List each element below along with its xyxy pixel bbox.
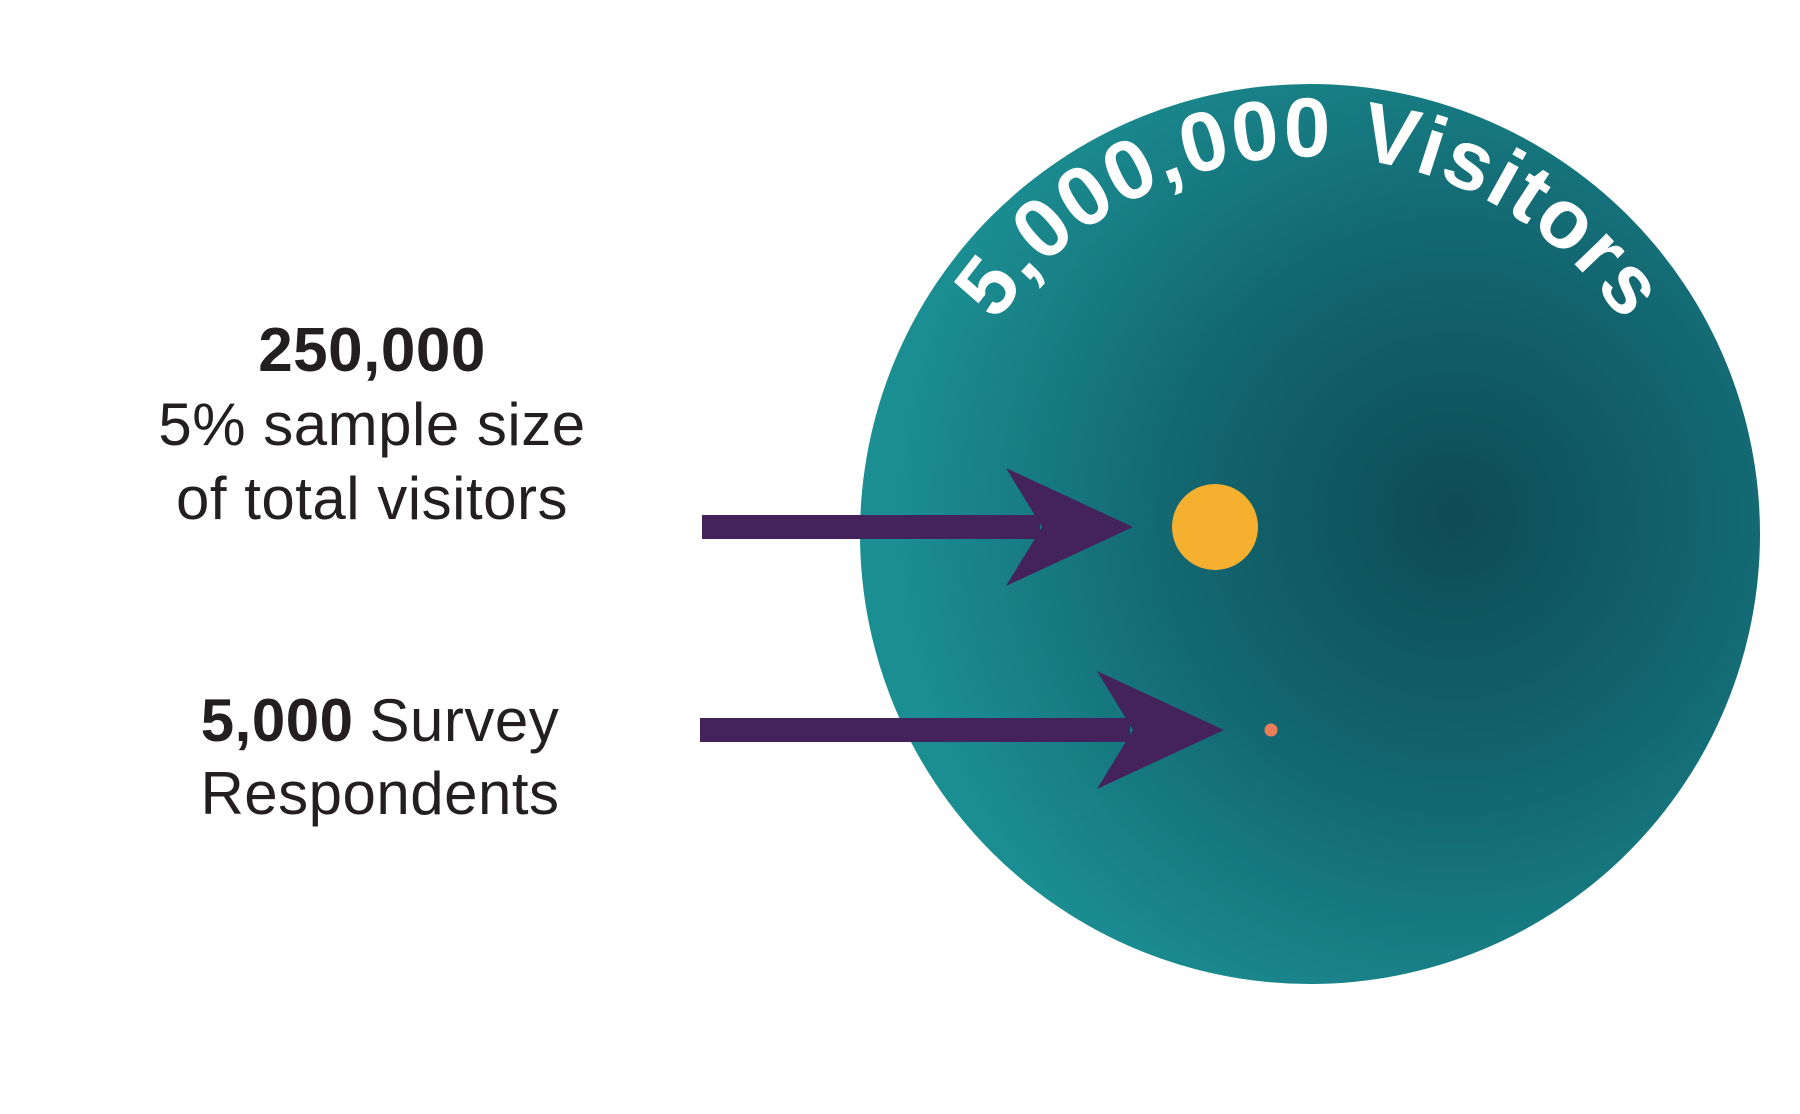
total-visitors-circle [860,84,1760,984]
sample-line2: 5% sample size [158,391,586,459]
respondents-arrow-head [1097,671,1224,789]
respondents-arrow [700,671,1224,789]
sample-arrow-shaft [702,515,1040,539]
respondents-headline: 5,000 [200,687,354,754]
sample-callout: 250,000 5% sample size of total visitors [92,314,652,535]
sample-line3: of total visitors [176,464,568,532]
respondents-arrow-shaft [700,718,1130,742]
sample-headline: 250,000 [258,316,486,385]
sample-size-dot [1172,484,1258,570]
respondents-line2: Respondents [200,760,560,828]
respondents-dot [1264,723,1278,737]
respondents-headline-rest: Survey [369,687,560,754]
sample-arrow-head [1006,468,1133,586]
sample-arrow [702,468,1133,586]
